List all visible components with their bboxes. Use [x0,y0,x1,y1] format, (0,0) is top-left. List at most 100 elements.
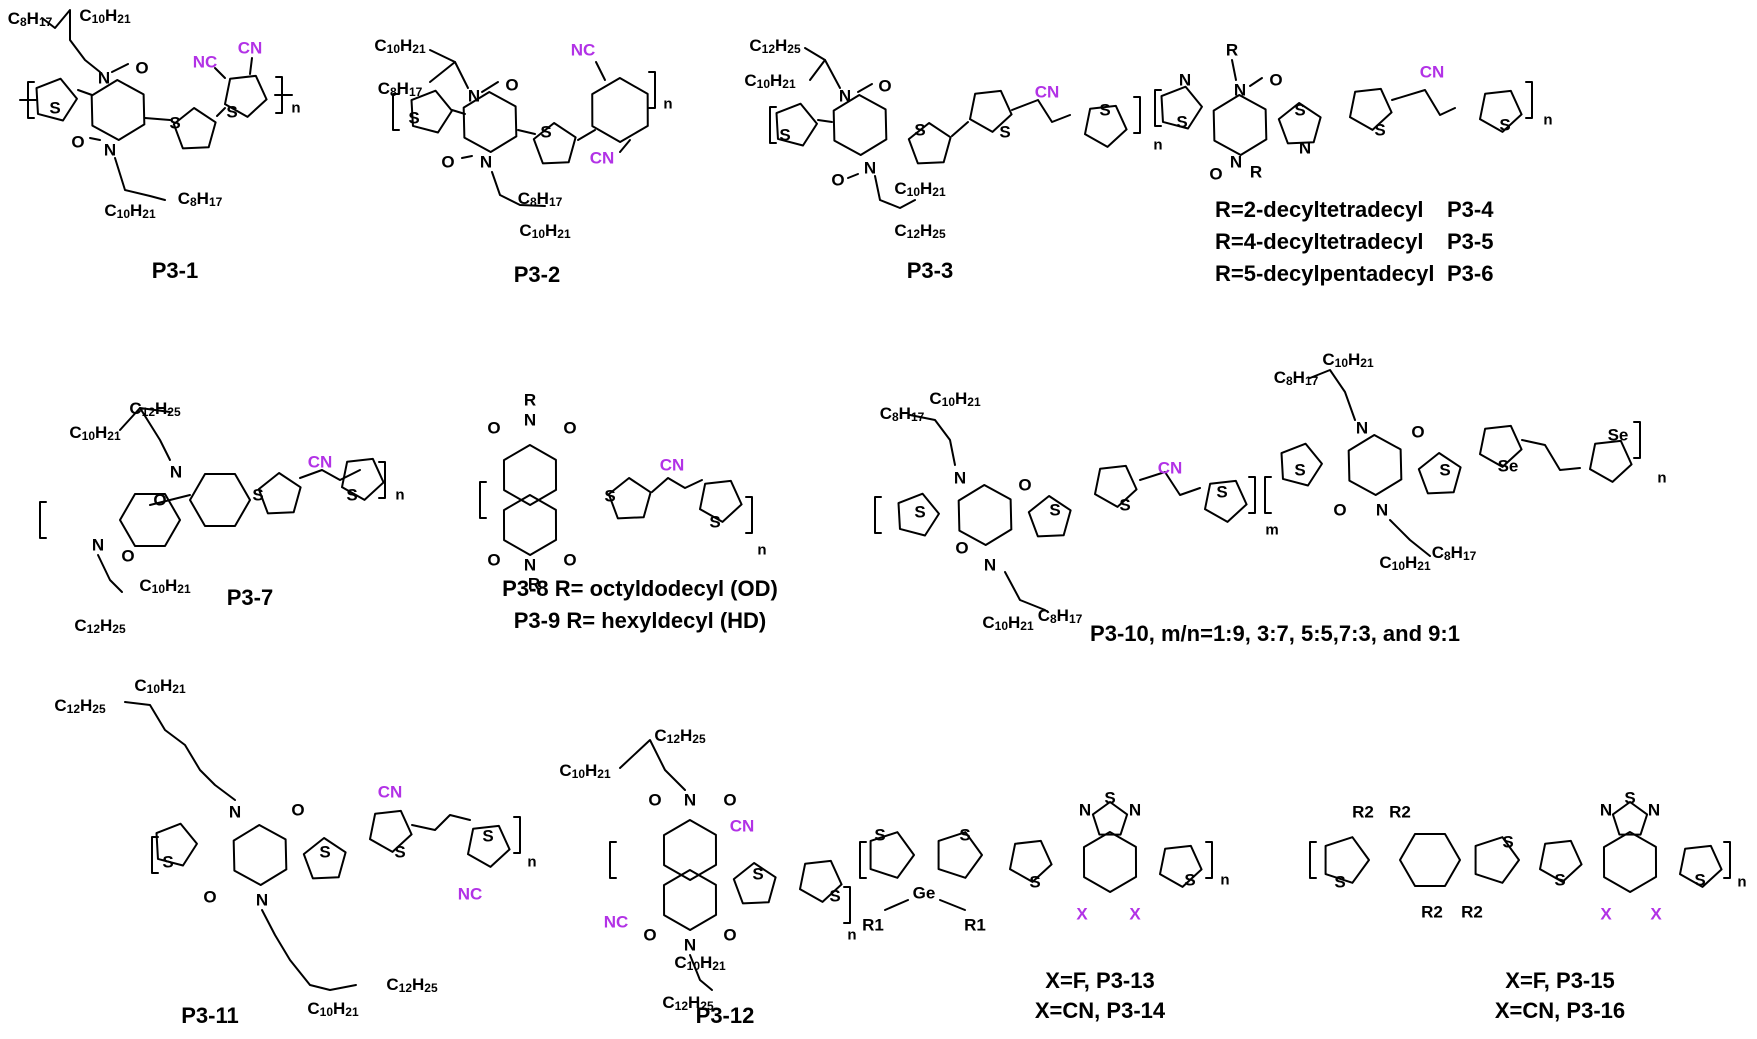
repeat-bracket [1525,81,1533,119]
bond [139,407,171,461]
nitrile-group: CN [590,149,615,168]
vinylene-bridge [651,477,703,493]
repeat-index: n [847,927,856,944]
atom-label: O [831,171,844,190]
repeat-bracket [479,481,487,519]
atom-label: R [528,575,540,594]
atom-label: O [1333,501,1346,520]
thiophene-ring [368,809,413,853]
vinylene-bridge [1521,439,1581,471]
sulfur-atom: S [1184,871,1195,890]
sulfur-atom: S [604,487,615,506]
isoindigo-benzene [189,473,251,527]
sulfur-atom: S [540,123,551,142]
bond [619,739,686,791]
atom-label: O [1411,423,1424,442]
bond [847,173,859,179]
thiophene-ring [1027,495,1072,538]
sulfur-atom: S [1499,116,1510,135]
bond [429,49,456,83]
atom-label: N [954,469,966,488]
atom-label: S [1176,113,1187,132]
atom-label: N [98,69,110,88]
alkyl-chain-label: C10H21 [674,953,726,974]
bond [491,171,546,207]
sulfur-atom: S [1119,496,1130,515]
repeat-bracket [1264,476,1272,514]
bond [595,61,606,81]
sulfur-atom: S [709,513,720,532]
thiophene-ring [155,822,198,867]
label-p3-8: P3-8 R= octyldodecyl (OD) [502,576,778,601]
thiophene-ring [340,457,385,501]
repeat-bracket [151,836,159,874]
atom-label: N [984,556,996,575]
atom-label: S [1502,833,1513,852]
nitrile-group: CN [308,453,333,472]
vinylene-bridge [299,469,361,481]
atom-label: O [203,888,216,907]
double-bond [149,494,191,506]
repeat-bracket [1205,841,1213,879]
thiophene-ring [1348,87,1393,131]
nitrile-group: NC [458,885,483,904]
diketopyrrolopyrrole-core [232,824,288,886]
atom-label: S [1294,101,1305,120]
label-p3-2: P3-2 [513,262,561,287]
atom-label: S [874,826,885,845]
bond [124,701,236,801]
diketopyrrolopyrrole-core [957,484,1013,546]
sulfur-atom: S [999,123,1010,142]
atom-label: N [1648,801,1660,820]
sulfur-atom: S [1029,873,1040,892]
thiophene-ring [1093,464,1138,508]
atom-label: O [135,59,148,78]
isoindigo-benzene [119,493,181,547]
repeat-bracket [648,71,656,109]
atom-label: O [1209,165,1222,184]
atom-label: N [684,936,696,955]
atom-label: N [170,463,182,482]
atom-label: S [1104,789,1115,808]
atom-label: N [104,141,116,160]
sulfur-atom: S [49,99,60,118]
bond [144,117,171,121]
atom-label: N [229,803,241,822]
bond [114,157,166,201]
vinylene-bridge [1011,99,1071,123]
alkyl-chain-label: C8H17 [518,189,563,210]
label-p3-7: P3-7 [226,585,274,610]
repeat-index: n [1657,470,1666,487]
bond [1249,77,1263,87]
alkyl-chain-label: C8H17 [378,79,423,100]
alkyl-chain-label: C10H21 [1322,350,1374,371]
atom-label: R1 [964,916,986,935]
nitrile-group: NC [193,53,218,72]
repeat-bracket [1133,96,1141,134]
substituent-x: X [1076,905,1088,924]
repeat-index: m [1265,522,1278,539]
alkyl-chain-label: C10H21 [307,999,359,1020]
alkyl-chain-label: C10H21 [519,221,571,242]
atom-label: R [524,391,536,410]
label-p3-6: P3-6 [1447,261,1494,286]
atom-label: R2 [1389,803,1411,822]
repeat-index: n [291,100,300,117]
substituent-x: X [1600,905,1612,924]
naphthalene-diimide-core [502,444,558,506]
thiophene-ring [466,824,511,868]
atom-label: O [648,791,661,810]
thiadiazole-ring [1611,801,1649,836]
alkyl-chain-label: C10H21 [69,423,121,444]
alkyl-chain-label: C8H17 [880,404,925,425]
repeat-index: n [527,854,536,871]
atom-label: O [1269,71,1282,90]
thiophene-ring [1008,839,1053,883]
naphthalene-diimide-core [662,819,718,881]
alkyl-chain-label: C12H25 [129,399,181,420]
alkyl-chain-label: C12H25 [386,975,438,996]
